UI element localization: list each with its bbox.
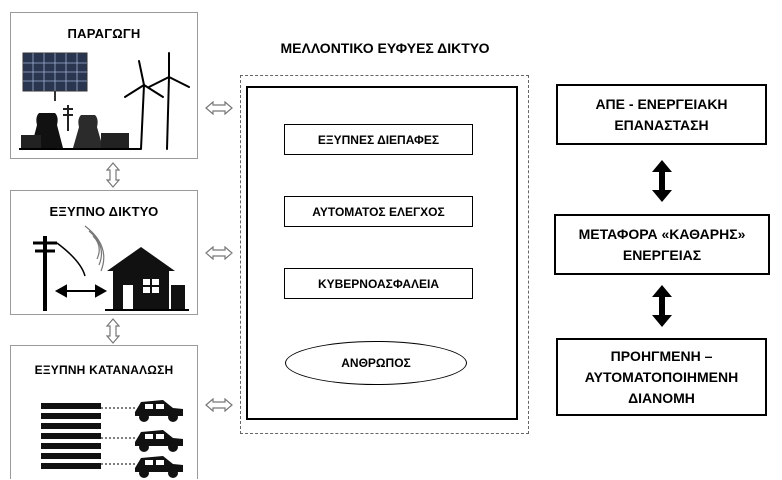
future-smart-grid-title: ΜΕΛΛΟΝΤΙΚΟ ΕΥΦΥΕΣ ΔΙΚΤΥΟ [280,40,490,56]
smart-grid-panel: ΕΞΥΠΝΟ ΔΙΚΤΥΟ [10,190,198,315]
right-box3-line2: ΑΥΤΟΜΑΤΟΠΟΙΗΜΕΝΗ [584,368,739,385]
right-box1-line1: ΑΠΕ - ΕΝΕΡΓΕΙΑΚΗ [595,95,728,112]
smart-consumption-title: ΕΞΥΠΝΗ ΚΑΤΑΝΑΛΩΣΗ [34,363,174,377]
future-grid-dashed-frame [240,75,529,434]
human-oval: ΑΝΘΡΩΠΟΣ [285,341,467,385]
right-box3-line3: ΔΙΑΝΟΜΗ [628,389,695,406]
generation-title: ΠΑΡΑΓΩΓΗ [67,26,141,41]
horizontal-double-arrow-icon [205,246,233,260]
renewables-revolution-box: ΑΠΕ - ΕΝΕΡΓΕΙΑΚΗ ΕΠΑΝΑΣΤΑΣΗ [556,84,767,145]
smart-interfaces-box: ΕΞΥΠΝΕΣ ΔΙΕΠΑΦΕΣ [284,124,473,155]
vertical-bold-double-arrow-icon [652,160,672,202]
right-box3-line1: ΠΡΟΗΓΜΕΝΗ – [610,347,713,364]
vertical-double-arrow-icon [106,318,120,344]
advanced-distribution-box: ΠΡΟΗΓΜΕΝΗ – ΑΥΤΟΜΑΤΟΠΟΙΗΜΕΝΗ ΔΙΑΝΟΜΗ [556,338,767,416]
smart-grid-title: ΕΞΥΠΝΟ ΔΙΚΤΥΟ [49,204,159,219]
horizontal-double-arrow-icon [205,398,233,412]
future-grid-box [246,86,518,420]
right-box2-line2: ΕΝΕΡΓΕΙΑΣ [622,246,702,263]
right-box1-line2: ΕΠΑΝΑΣΤΑΣΗ [614,116,709,133]
vertical-double-arrow-icon [106,162,120,188]
clean-energy-transport-box: ΜΕΤΑΦΟΡΑ «ΚΑΘΑΡΗΣ» ΕΝΕΡΓΕΙΑΣ [554,214,770,275]
power-plant-icon [19,52,190,150]
cybersecurity-box: ΚΥΒΕΡΝΟΑΣΦΑΛΕΙΑ [284,268,473,299]
smart-consumption-panel: ΕΞΥΠΝΗ ΚΑΤΑΝΑΛΩΣΗ [10,345,198,479]
ev-charging-icon [41,400,183,478]
grid-house-icon [33,225,189,311]
vertical-bold-double-arrow-icon [652,285,672,327]
automatic-control-box: ΑΥΤΟΜΑΤΟΣ ΕΛΕΓΧΟΣ [284,196,473,227]
horizontal-double-arrow-icon [205,101,233,115]
right-box2-line1: ΜΕΤΑΦΟΡΑ «ΚΑΘΑΡΗΣ» [578,225,746,242]
generation-panel: ΠΑΡΑΓΩΓΗ [10,12,198,159]
